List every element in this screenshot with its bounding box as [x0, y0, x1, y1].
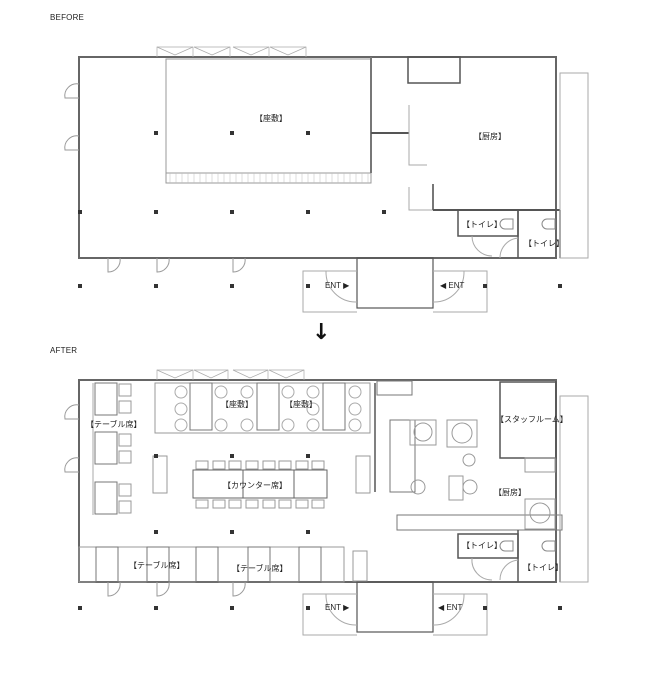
- after-room-table-seats-bottom-1: 【テーブル席】: [129, 561, 185, 570]
- before-heading: BEFORE: [50, 13, 85, 22]
- after-room-staff-room: 【スタッフルーム】: [496, 415, 568, 424]
- before-floor-plan: [64, 46, 589, 313]
- after-room-zashiki-1: 【座敷】: [221, 400, 253, 409]
- after-entrance-right: ◀ ENT: [438, 603, 463, 612]
- after-entrance-left: ENT ▶: [325, 603, 350, 612]
- after-heading: AFTER: [50, 346, 78, 355]
- after-room-table-seats-bottom-2: 【テーブル席】: [232, 564, 288, 573]
- after-room-counter-seats: 【カウンター席】: [223, 481, 287, 490]
- before-room-kitchen: 【厨房】: [474, 132, 506, 141]
- before-room-zashiki: 【座敷】: [255, 114, 287, 123]
- down-arrow-icon: ↓: [312, 320, 331, 345]
- after-room-toilet-2: 【トイレ】: [523, 563, 563, 572]
- after-room-zashiki-2: 【座敷】: [285, 400, 317, 409]
- before-room-toilet-2: 【トイレ】: [524, 239, 564, 248]
- after-room-kitchen: 【厨房】: [494, 488, 526, 497]
- before-entrance-left: ENT ▶: [325, 281, 350, 290]
- after-room-table-seats-left: 【テーブル席】: [86, 420, 142, 429]
- before-room-toilet-1: 【トイレ】: [462, 220, 502, 229]
- before-entrance-right: ◀ ENT: [440, 281, 465, 290]
- after-room-toilet-1: 【トイレ】: [462, 541, 502, 550]
